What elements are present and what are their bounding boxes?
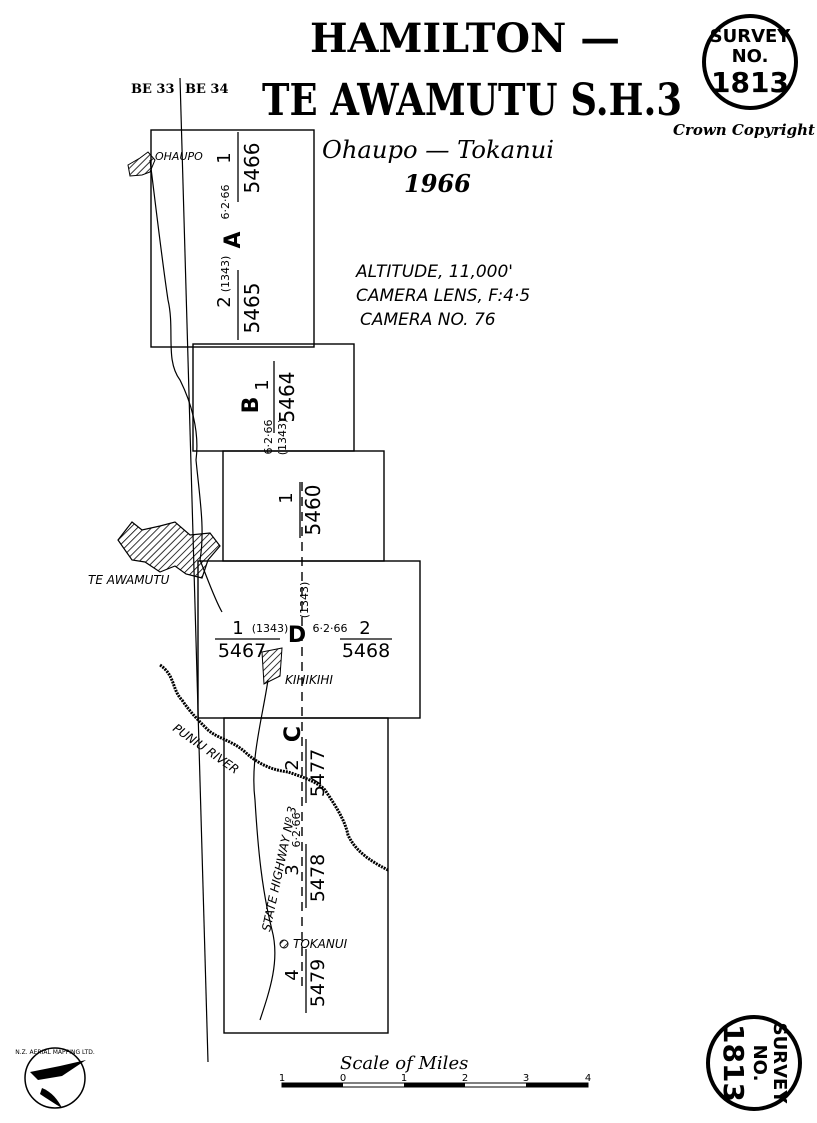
te-awamutu-label: TE AWAMUTU — [88, 573, 170, 587]
altitude-text: ALTITUDE, 11,000' — [355, 262, 513, 282]
survey-seal-top: SURVEY NO. 1813 — [702, 14, 798, 110]
run-b-date: 6·2·66 — [262, 420, 275, 455]
run-c-r2-run: 2 — [282, 759, 303, 770]
state-highway-line — [253, 679, 276, 1021]
run-b-film: (1343) — [276, 419, 289, 456]
camera-number-text: CAMERA NO. 76 — [360, 310, 496, 330]
run-d-date: 6·2·66 — [313, 622, 348, 635]
seal-bottom-survey: SURVEY — [769, 1023, 790, 1105]
run-c-r4-photo: 5479 — [307, 959, 329, 1007]
scale-tick-5: 4 — [585, 1073, 591, 1084]
run-a-start-run: 2 — [214, 296, 235, 307]
run-mid-labels: 1 5460 — [276, 482, 325, 538]
run-a-end-photo: 5466 — [240, 143, 264, 194]
run-a-date: 6·2·66 — [219, 185, 232, 220]
tokanui-label: TOKANUI — [293, 937, 348, 951]
run-c-r3-run: 3 — [282, 864, 303, 875]
scale-bar: Scale of Miles 1 0 1 2 3 4 — [279, 1053, 591, 1088]
scale-tick-2: 1 — [401, 1073, 407, 1084]
crown-copyright: Crown Copyright — [673, 121, 815, 139]
scale-tick-4: 3 — [523, 1073, 529, 1084]
run-c-r4-run: 4 — [282, 969, 303, 980]
run-c-date: 6·2·66 — [290, 813, 303, 848]
scale-tick-0: 1 — [279, 1073, 285, 1084]
te-awamutu-town — [117, 521, 221, 579]
flight-info: ALTITUDE, 11,000' CAMERA LENS, F:4·5 CAM… — [355, 262, 530, 330]
seal-top-number: 1813 — [711, 66, 789, 99]
scale-tick-1: 0 — [340, 1073, 346, 1084]
run-c-r3-photo: 5478 — [307, 854, 329, 902]
logo-text: N.Z. AERIAL MAPPING LTD. — [15, 1049, 95, 1056]
run-d-labels: (1343) 1 (1343) 5467 D 6·2·66 2 5468 — [215, 582, 392, 662]
camera-lens-text: CAMERA LENS, F:4·5 — [356, 286, 530, 306]
run-a-letter: A — [221, 231, 246, 248]
seal-top-survey: SURVEY — [710, 26, 792, 47]
run-d-right-photo: 5468 — [342, 640, 390, 662]
run-b-labels: B 1 5464 6·2·66 (1343) — [239, 361, 299, 455]
survey-year: 1966 — [404, 169, 471, 198]
seal-top-no: NO. — [732, 46, 769, 67]
run-d-left-run: 1 — [232, 618, 243, 639]
puniu-river-line — [159, 663, 389, 872]
title-line-2: TE AWAMUTU S.H.3 — [262, 75, 682, 126]
ohaupo-label: OHAUPO — [155, 150, 203, 163]
sheet-right-label: BE 34 — [185, 82, 229, 97]
run-a-start-photo: 5465 — [240, 283, 264, 334]
scale-title: Scale of Miles — [340, 1053, 468, 1074]
run-b-letter: B — [239, 397, 264, 414]
run-c-r2-photo: 5477 — [307, 749, 329, 797]
run-d-letter: D — [288, 623, 306, 648]
box-a — [150, 129, 315, 348]
run-mid-run: 1 — [276, 492, 297, 503]
seal-bottom-no: NO. — [749, 1045, 770, 1082]
seal-bottom-number: 1813 — [717, 1024, 750, 1102]
run-d-film-vertical: (1343) — [298, 582, 311, 619]
run-a-end-run: 1 — [214, 152, 235, 163]
sheet-left-label: BE 33 — [131, 82, 175, 97]
run-c-letter: C — [281, 726, 306, 742]
run-d-right-run: 2 — [359, 618, 370, 639]
coverage-boxes — [150, 129, 421, 1034]
tokanui-marker — [279, 939, 289, 949]
nz-aerial-mapping-logo: N.Z. AERIAL MAPPING LTD. — [15, 1047, 95, 1109]
subtitle: Ohaupo — Tokanui — [322, 136, 554, 164]
run-b-end-run: 1 — [252, 379, 273, 390]
box-c — [223, 717, 389, 1034]
scale-tick-3: 2 — [462, 1073, 468, 1084]
run-c-labels: C 2 5477 6·2·66 3 5478 4 5479 — [281, 726, 329, 1013]
title-line-1: HAMILTON — — [310, 15, 620, 62]
run-d-left-photo: 5467 — [218, 640, 266, 662]
run-mid-photo: 5460 — [301, 485, 325, 536]
kihikihi-town — [261, 647, 283, 685]
run-a-film: (1343) — [219, 256, 232, 293]
run-a-labels: A 1 5466 6·2·66 (1343) 2 5465 — [214, 132, 264, 340]
kihikihi-label: KIHIKIHI — [285, 673, 333, 687]
ohaupo-town — [127, 151, 156, 177]
survey-seal-bottom: SURVEY NO. 1813 — [706, 1015, 802, 1111]
run-b-end-photo: 5464 — [275, 372, 299, 423]
run-d-film: (1343) — [252, 622, 289, 635]
